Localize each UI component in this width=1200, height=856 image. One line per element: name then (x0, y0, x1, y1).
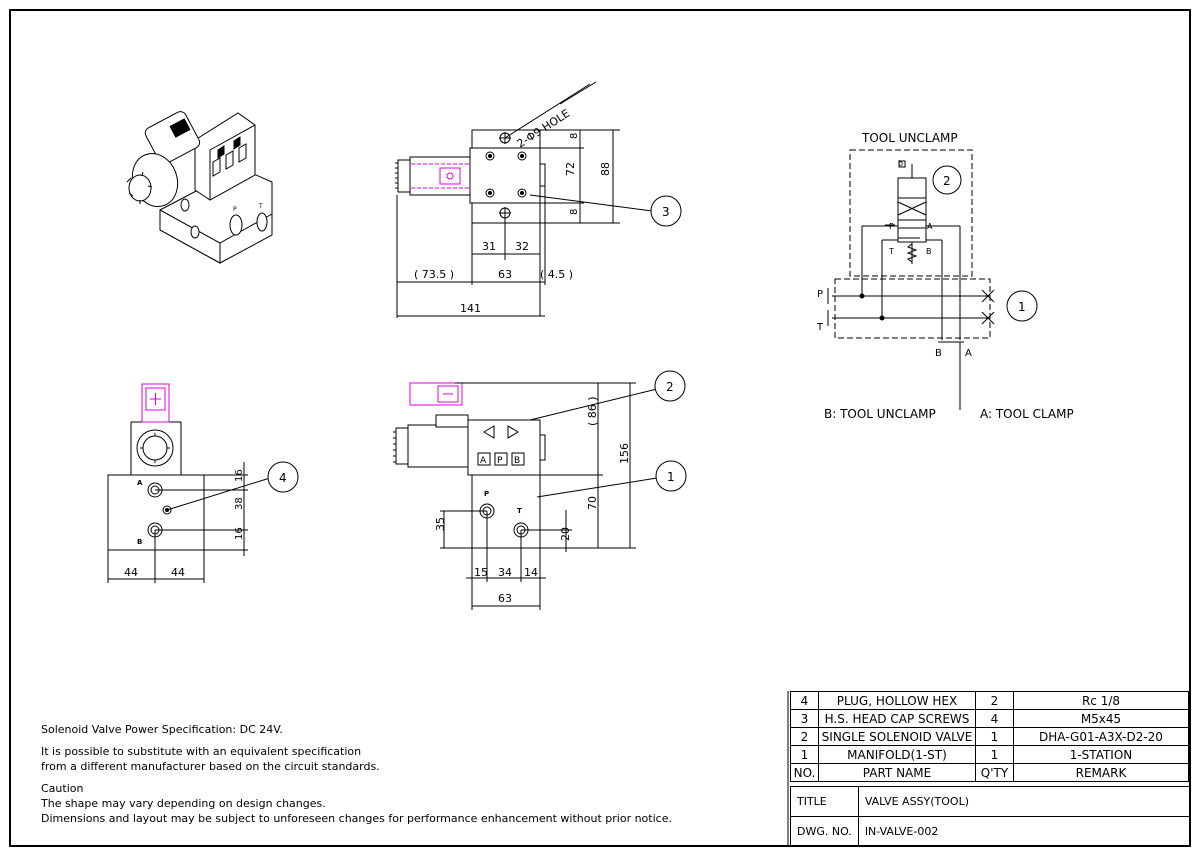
bom-qty: 2 (975, 691, 1014, 710)
balloon-4: 4 (279, 471, 287, 485)
valve-t: T (888, 247, 894, 256)
front-view: A P B P T ( 86 ) 156 70 35 20 15 34 14 6… (393, 370, 687, 610)
dim-top-4-5: ( 4.5 ) (540, 268, 573, 281)
dim-top-72: 72 (564, 162, 577, 176)
bom-row: 1 MANIFOLD(1-ST) 1 1-STATION (790, 745, 1189, 764)
side-view: A B 16 38 16 4 44 44 (107, 383, 299, 583)
bom-header-qty: Q'TY (975, 763, 1014, 782)
bom-qty: 1 (975, 727, 1014, 746)
iso-port-t: T (258, 203, 263, 210)
dim-front-20: 20 (559, 527, 572, 541)
line-t: T (816, 322, 824, 333)
balloon-2-circuit: 2 (943, 174, 951, 188)
dim-top-63: 63 (498, 268, 512, 281)
sol-label-p: P (497, 456, 503, 466)
bom-name: SINGLE SOLENOID VALVE (818, 727, 976, 746)
balloon-1-circuit: 1 (1018, 300, 1026, 314)
sol-label-b: B (514, 456, 520, 466)
front-port-p: P (484, 490, 489, 498)
dim-top-141: 141 (460, 302, 481, 315)
dim-front-70: 70 (586, 496, 599, 510)
note-caution-1: The shape may vary depending on design c… (41, 797, 326, 810)
bom-no: 4 (790, 691, 819, 710)
bom-row: 2 SINGLE SOLENOID VALVE 1 DHA-G01-A3X-D2… (790, 727, 1189, 746)
title-label: TITLE (790, 786, 859, 817)
note-substitute-2: from a different manufacturer based on t… (41, 760, 380, 773)
top-view: 2-Φ9 HOLE 8 72 8 88 31 32 ( 73.5 ) 63 ( … (395, 81, 682, 318)
dim-front-156: 156 (618, 443, 631, 464)
dim-top-8a: 8 (569, 133, 580, 139)
iso-port-p: P (233, 206, 237, 213)
dwg-no-label: DWG. NO. (790, 816, 859, 847)
note-caution-2: Dimensions and layout may be subject to … (41, 812, 672, 825)
side-port-a: A (137, 479, 143, 487)
dwg-no-value: IN-VALVE-002 (857, 816, 1191, 847)
balloon-3: 3 (662, 205, 670, 219)
line-a: A (965, 348, 972, 359)
sheet-border (9, 9, 1191, 847)
bom-header-remark: REMARK (1013, 763, 1189, 782)
dim-side-38: 38 (234, 497, 245, 510)
dim-side-16b: 16 (234, 527, 245, 540)
caption-b: B: TOOL UNCLAMP (824, 407, 936, 421)
dim-front-35: 35 (434, 517, 447, 531)
valve-b-small: b (898, 159, 903, 168)
title-value: VALVE ASSY(TOOL) (857, 786, 1191, 817)
sol-label-a: A (480, 456, 487, 466)
bom-name: H.S. HEAD CAP SCREWS (818, 709, 976, 728)
dim-top-8b: 8 (569, 209, 580, 215)
bom-name: PLUG, HOLLOW HEX (818, 691, 976, 710)
bom-header-no: NO. (790, 763, 819, 782)
hydraulic-circuit: TOOL UNCLAMP b P A T B 2 P (816, 131, 1074, 421)
bom-remark: 1-STATION (1013, 745, 1189, 764)
notes: Solenoid Valve Power Specification: DC 2… (41, 722, 672, 826)
bom-header-name: PART NAME (818, 763, 976, 782)
bom-header-row: NO. PART NAME Q'TY REMARK (790, 763, 1189, 782)
dim-side-16a: 16 (234, 469, 245, 482)
valve-b: B (926, 247, 932, 256)
note-power: Solenoid Valve Power Specification: DC 2… (41, 723, 283, 736)
bom-row: 4 PLUG, HOLLOW HEX 2 Rc 1/8 (790, 691, 1189, 710)
dim-side-44b: 44 (171, 566, 185, 579)
dim-front-86: ( 86 ) (586, 396, 599, 426)
side-port-b: B (137, 538, 142, 546)
dim-top-31: 31 (482, 240, 496, 253)
circuit-title: TOOL UNCLAMP (861, 131, 958, 145)
balloon-1-front: 1 (667, 470, 675, 484)
bom-qty: 1 (975, 745, 1014, 764)
bom-no: 2 (790, 727, 819, 746)
bom-no: 1 (790, 745, 819, 764)
dim-front-34: 34 (498, 566, 512, 579)
dim-top-32: 32 (515, 240, 529, 253)
title-block: TITLE VALVE ASSY(TOOL) DWG. NO. IN-VALVE… (790, 786, 1191, 847)
line-p: P (817, 289, 823, 300)
dim-top-73-5: ( 73.5 ) (414, 268, 454, 281)
dim-front-15: 15 (474, 566, 488, 579)
bom-remark: Rc 1/8 (1013, 691, 1189, 710)
note-caution-title: Caution (41, 782, 84, 795)
isometric-view: P T (126, 111, 273, 264)
note-substitute-1: It is possible to substitute with an equ… (41, 745, 362, 758)
dim-front-14: 14 (524, 566, 538, 579)
bom-row: 3 H.S. HEAD CAP SCREWS 4 M5x45 (790, 709, 1189, 728)
bom-remark: DHA-G01-A3X-D2-20 (1013, 727, 1189, 746)
front-port-t: T (517, 507, 522, 515)
bom-name: MANIFOLD(1-ST) (818, 745, 976, 764)
bom-qty: 4 (975, 709, 1014, 728)
line-b: B (935, 348, 942, 359)
balloon-2-front: 2 (666, 380, 674, 394)
bom-no: 3 (790, 709, 819, 728)
caption-a: A: TOOL CLAMP (980, 407, 1074, 421)
dim-front-63: 63 (498, 592, 512, 605)
bom-remark: M5x45 (1013, 709, 1189, 728)
dim-top-88: 88 (599, 162, 612, 176)
dim-side-44a: 44 (124, 566, 138, 579)
bom-table: 4 PLUG, HOLLOW HEX 2 Rc 1/8 3 H.S. HEAD … (790, 691, 1189, 782)
